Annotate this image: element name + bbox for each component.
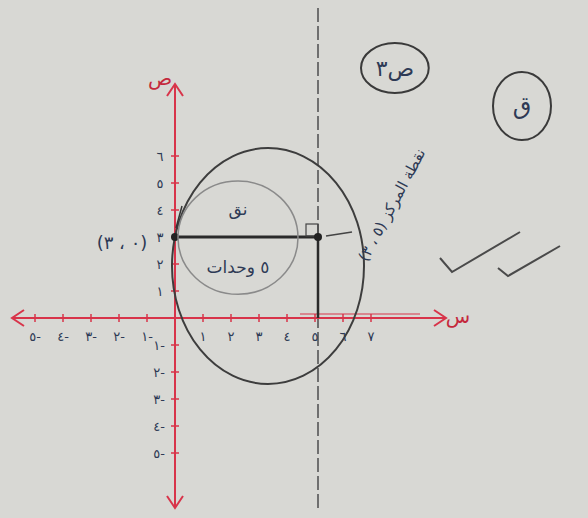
- circle: [172, 148, 364, 384]
- x-axis: [12, 317, 446, 319]
- tick-number: ٢-: [113, 329, 125, 344]
- tick-number: ١-: [153, 338, 165, 353]
- tick-number: ١: [157, 284, 164, 299]
- tick-number: ٥-: [153, 446, 165, 461]
- tick-number: ٦: [340, 329, 347, 344]
- tick-number: ٥: [157, 176, 164, 191]
- tick-number: ٢-: [153, 365, 165, 380]
- vertical-segment: [317, 237, 320, 318]
- axis-arrow: [167, 496, 183, 508]
- tick-number: ٦: [157, 149, 164, 164]
- tick-number: ٢: [228, 329, 235, 344]
- note-text: ٥ وحدات: [207, 257, 270, 277]
- point: [314, 233, 322, 241]
- check-mark: [498, 246, 560, 276]
- circled-note: ق: [491, 70, 553, 142]
- tick-number: ٥: [312, 329, 319, 344]
- ticks: [35, 156, 371, 453]
- tick-number: ٢: [157, 257, 164, 272]
- tick-number: ٤-: [153, 419, 165, 434]
- radius-line: [175, 236, 318, 239]
- leader-line: [326, 232, 352, 236]
- tick-number: ٤-: [57, 329, 69, 344]
- tick-number: ٤: [157, 203, 164, 218]
- tick-number: ٣-: [153, 392, 165, 407]
- vertical-line: [317, 8, 319, 512]
- note-text: ص٣: [376, 56, 414, 81]
- tick-number: ٣: [157, 230, 164, 245]
- check-mark: [440, 232, 520, 272]
- point-label: نقطة المركز (٥ ، ٣): [355, 146, 430, 265]
- point-label: (٠ ، ٣): [97, 232, 148, 253]
- tick-number: ٧: [368, 329, 375, 344]
- note-text: ق: [513, 92, 532, 120]
- axis-label: ص: [148, 66, 172, 90]
- tick-number: ٣: [256, 329, 263, 344]
- circled-note: ص٣: [359, 41, 431, 95]
- radius-oval: نق ٥ وحدات: [176, 179, 300, 296]
- tick-number: ١: [200, 329, 207, 344]
- tick-number: ٣-: [85, 329, 97, 344]
- axis-arrow: [12, 310, 24, 326]
- oval-outline: [176, 179, 300, 296]
- axis-arrow: [434, 310, 446, 326]
- axis-label: س: [446, 304, 470, 328]
- tick-number: ٤: [284, 329, 291, 344]
- tick-number: ٥-: [29, 329, 41, 344]
- note-text: نق: [229, 199, 248, 219]
- tick-number: ١-: [141, 329, 153, 344]
